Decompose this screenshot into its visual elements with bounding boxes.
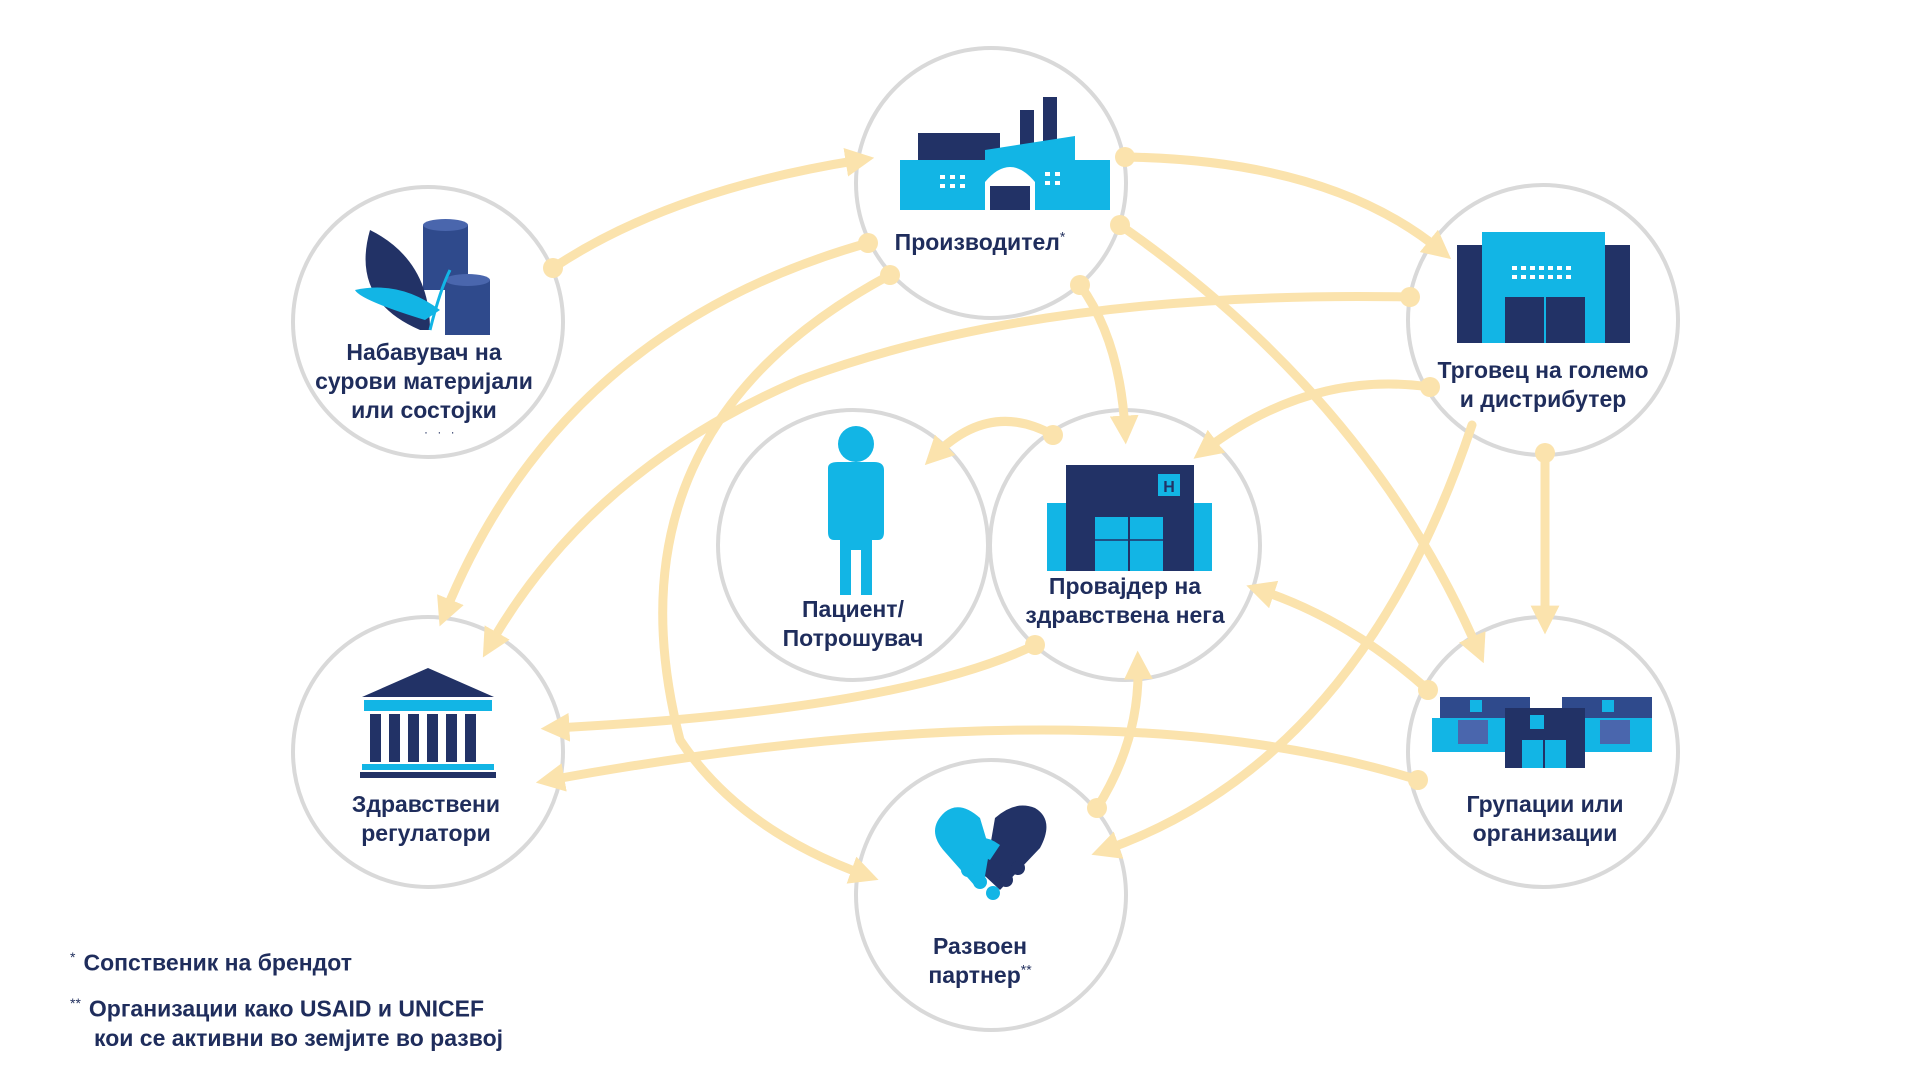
hospital-icon: H xyxy=(1047,465,1212,571)
arrow-manufacturer-to-devpartner xyxy=(658,270,895,884)
arrow-manufacturer-to-groups xyxy=(1115,220,1486,664)
footnote-1-text: Сопственик на брендот xyxy=(83,949,352,976)
raw-supplier-line-3: или состојки xyxy=(351,397,497,423)
regulators-label: Здравствени регулатори xyxy=(352,790,500,848)
government-building-icon xyxy=(360,668,496,778)
regulators-line-2: регулатори xyxy=(361,820,491,846)
footnote-1-mark: * xyxy=(70,949,76,965)
manufacturer-label-suffix: * xyxy=(1059,228,1066,245)
patient-line-2: Потрошувач xyxy=(782,625,924,651)
wholesaler-line-1: Трговец на големо xyxy=(1437,357,1649,383)
footnote-2-mark: ** xyxy=(70,994,81,1011)
arrow-wholesaler-to-provider xyxy=(1193,379,1435,459)
clipped-text-fragment: · · · xyxy=(424,429,488,435)
wholesaler-label: Трговец на големо и дистрибутер xyxy=(1437,356,1648,414)
dev-partner-label: Развоен партнер** xyxy=(928,932,1031,990)
groups-line-1: Групации или xyxy=(1466,791,1624,817)
arrow-provider-to-regulators xyxy=(540,640,1040,742)
manufacturer-label: Производител* xyxy=(895,228,1066,257)
warehouse-icon xyxy=(1457,232,1630,343)
dev-partner-line-1: Развоен xyxy=(932,933,1028,959)
svg-text:H: H xyxy=(1163,479,1175,496)
arrow-devpartner-to-provider xyxy=(1092,650,1153,813)
patient-line-1: Пациент/ xyxy=(802,596,904,622)
patient-label: Пациент/ Потрошувач xyxy=(783,595,924,653)
regulators-line-1: Здравствени xyxy=(351,791,501,817)
dev-partner-suffix: ** xyxy=(1020,961,1032,978)
footnote-2-line-1: Организации како USAID и UNICEF xyxy=(88,995,485,1022)
arrow-wholesaler-to-regulators xyxy=(482,292,1415,658)
arrow-manufacturer-to-wholesaler xyxy=(1120,152,1452,260)
hospital-group-icon xyxy=(1432,697,1652,768)
provider-line-2: здравствена нега xyxy=(1025,602,1225,628)
groups-label: Групации или организации xyxy=(1466,790,1623,848)
arrow-groups-to-provider xyxy=(1246,580,1433,695)
arrow-provider-to-patient xyxy=(924,416,1058,466)
footnote-1: * Сопственик на брендот xyxy=(70,942,503,978)
raw-supplier-line-2: сурови материјали xyxy=(315,368,533,394)
wholesaler-line-2: и дистрибутер xyxy=(1459,386,1627,412)
groups-line-2: организации xyxy=(1472,820,1618,846)
arrow-manufacturer-to-provider xyxy=(1075,280,1139,445)
raw-supplier-label: Набавувач на сурови материјали или состо… xyxy=(315,338,533,425)
dev-partner-line-2: партнер xyxy=(928,962,1021,988)
factory-icon xyxy=(900,97,1110,210)
arrow-manufacturer-to-regulators xyxy=(437,238,873,627)
footnote-2-line-2: кои се активни во земјите во развој xyxy=(94,1025,504,1052)
manufacturer-label-text: Производител xyxy=(894,229,1060,255)
arrow-supplier-to-manufacturer xyxy=(548,148,875,273)
leaves-barrels-icon xyxy=(355,219,490,335)
raw-supplier-line-1: Набавувач на xyxy=(346,339,502,365)
provider-label: Провајдер на здравствена нега xyxy=(1025,572,1224,630)
connector-arrows xyxy=(437,147,1560,884)
footnotes: * Сопственик на брендот ** Организации как… xyxy=(70,942,503,1063)
arrow-wholesaler-to-devpartner xyxy=(1091,420,1477,859)
footnote-2: ** Организации како USAID и UNICEF кои се… xyxy=(70,988,503,1054)
person-icon xyxy=(828,426,884,595)
provider-line-1: Провајдер на xyxy=(1048,573,1202,599)
handshake-icon xyxy=(935,805,1047,900)
arrow-groups-to-regulators xyxy=(535,725,1423,792)
